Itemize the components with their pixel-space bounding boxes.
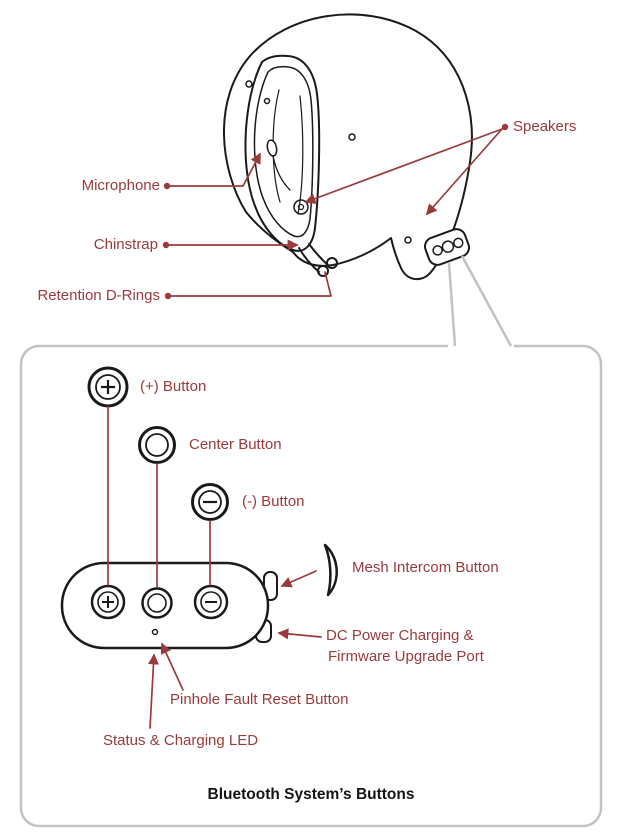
microphone-boom	[272, 155, 291, 191]
panel-caption: Bluetooth System’s Buttons	[207, 786, 415, 803]
shell-rivet	[263, 97, 271, 105]
plus-button-icon	[87, 366, 129, 408]
shell-rivet	[348, 133, 356, 141]
mesh-intercom-icon	[323, 543, 338, 597]
device-plus-button	[90, 584, 126, 620]
pinhole-fault-reset-label: Pinhole Fault Reset Button	[170, 691, 349, 708]
d-ring	[317, 265, 329, 277]
plus-button-label: (+) Button	[140, 378, 207, 395]
shell-vent	[404, 236, 412, 244]
speakers-label: Speakers	[513, 118, 577, 135]
device-center-button	[141, 587, 173, 619]
d-ring	[326, 257, 338, 269]
status-led-arrow	[147, 653, 160, 729]
d-rings-leader	[170, 271, 332, 297]
leader-lines	[107, 123, 509, 729]
microphone-shape	[266, 139, 278, 157]
speaker-shape-center	[297, 203, 305, 211]
speakers-leader-outer	[425, 128, 503, 216]
minus-button-icon	[191, 483, 229, 521]
d-rings-dot	[164, 292, 172, 300]
mesh-intercom-button-label: Mesh Intercom Button	[352, 559, 499, 576]
center-button-icon	[138, 426, 176, 464]
pinhole	[151, 628, 159, 636]
callout-panel	[19, 255, 603, 828]
chinstrap-dot	[162, 241, 170, 249]
speakers-dot	[501, 123, 509, 131]
face-opening-inner-rim	[253, 65, 314, 238]
status-charging-led-label: Status & Charging LED	[103, 732, 259, 749]
speakers-leader-inner	[304, 128, 503, 204]
helmet-mounted-device	[424, 228, 470, 266]
chinstrap-label: Chinstrap	[93, 236, 158, 253]
dc-power-label-line1: DC Power Charging &	[326, 627, 474, 644]
microphone-leader	[169, 152, 261, 187]
bluetooth-device	[60, 561, 278, 650]
microphone-dot	[163, 182, 171, 190]
minus-button-label: (-) Button	[242, 493, 305, 510]
dc-power-label-line2: Firmware Upgrade Port	[328, 648, 484, 665]
dc-port-arrow	[277, 628, 322, 640]
mesh-intercom-arrow	[280, 570, 317, 588]
pinhole-arrow	[160, 642, 184, 691]
funnel-line	[460, 255, 513, 347]
panel-border	[19, 344, 603, 828]
retention-d-rings-label: Retention D-Rings	[37, 287, 160, 304]
center-button-label: Center Button	[189, 436, 282, 453]
helmet-illustration	[223, 13, 473, 280]
shell-snap	[245, 80, 253, 88]
funnel-line	[447, 262, 457, 347]
button-legend-icons	[87, 366, 229, 521]
microphone-label: Microphone	[81, 177, 160, 194]
device-minus-button	[193, 584, 229, 620]
speaker-shape	[293, 199, 309, 215]
interior-padding-line	[297, 95, 304, 215]
